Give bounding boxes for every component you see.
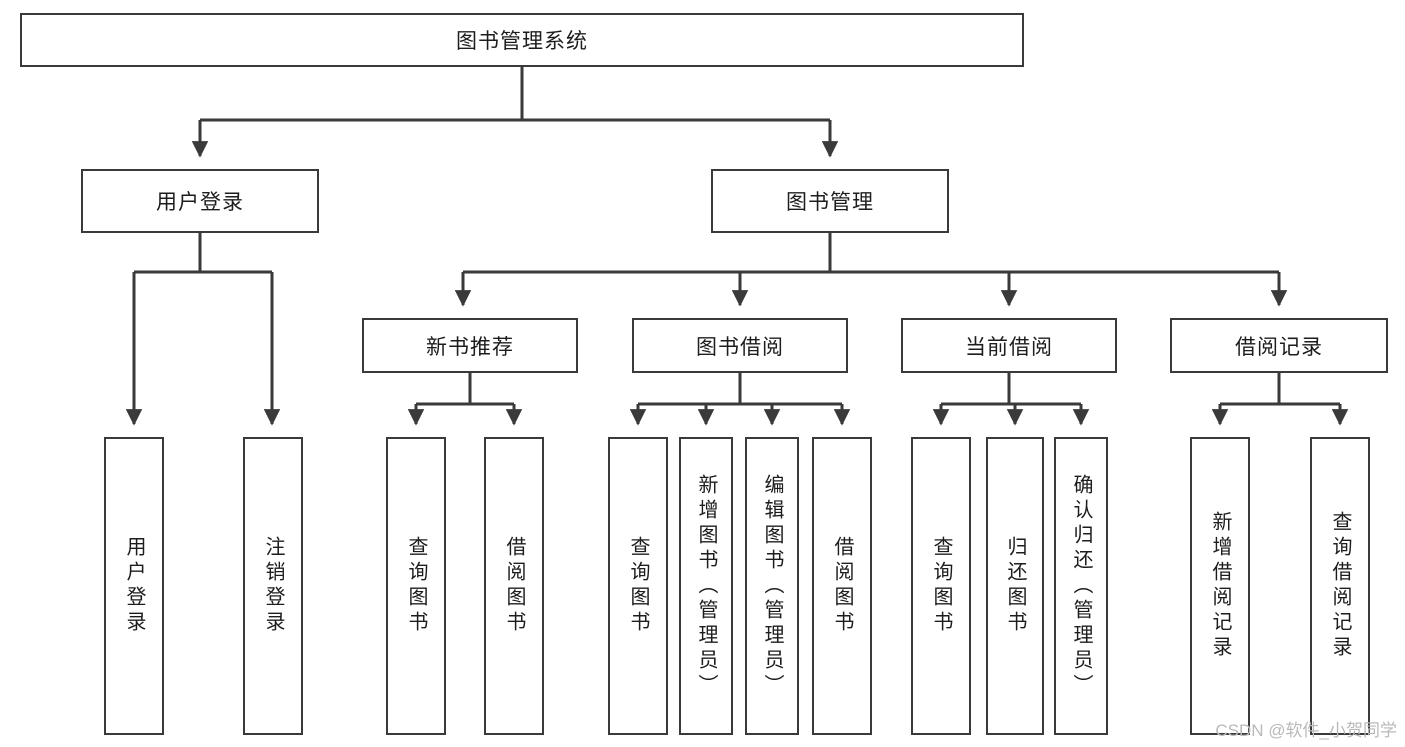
node-leaf-confirm-return[interactable]: 确认归还（管理员）	[1054, 437, 1108, 735]
node-leaf-return-book-label: 归还图书	[1004, 536, 1026, 636]
node-new-book-rec-label: 新书推荐	[426, 335, 514, 359]
node-leaf-query-book-2-label: 查询图书	[627, 536, 649, 636]
node-leaf-query-record[interactable]: 查询借阅记录	[1310, 437, 1370, 735]
node-leaf-edit-book[interactable]: 编辑图书（管理员）	[745, 437, 799, 735]
node-user-login[interactable]: 用户登录	[81, 169, 319, 233]
node-borrow-record-label: 借阅记录	[1235, 335, 1323, 359]
node-book-borrow-label: 图书借阅	[696, 335, 784, 359]
node-leaf-borrow-book-2[interactable]: 借阅图书	[812, 437, 872, 735]
node-current-borrow[interactable]: 当前借阅	[901, 318, 1117, 373]
node-leaf-borrow-book-1-label: 借阅图书	[503, 536, 525, 636]
node-leaf-query-book-3-label: 查询图书	[930, 536, 952, 636]
node-leaf-add-book[interactable]: 新增图书（管理员）	[679, 437, 733, 735]
node-leaf-confirm-return-label: 确认归还（管理员）	[1070, 473, 1092, 699]
node-leaf-query-book-3[interactable]: 查询图书	[911, 437, 971, 735]
node-leaf-borrow-book-2-label: 借阅图书	[831, 536, 853, 636]
node-current-borrow-label: 当前借阅	[965, 335, 1053, 359]
node-user-login-label: 用户登录	[156, 191, 244, 214]
node-new-book-rec[interactable]: 新书推荐	[362, 318, 578, 373]
node-leaf-logout-label: 注销登录	[262, 536, 284, 636]
node-leaf-user-login[interactable]: 用户登录	[104, 437, 164, 735]
node-leaf-query-book-1-label: 查询图书	[405, 536, 427, 636]
node-borrow-record[interactable]: 借阅记录	[1170, 318, 1388, 373]
node-leaf-query-book-2[interactable]: 查询图书	[608, 437, 668, 735]
node-leaf-add-book-label: 新增图书（管理员）	[695, 473, 717, 699]
watermark-text: CSDN @软件_小贺同学	[1215, 721, 1397, 740]
node-leaf-add-record[interactable]: 新增借阅记录	[1190, 437, 1250, 735]
node-leaf-logout[interactable]: 注销登录	[243, 437, 303, 735]
node-leaf-edit-book-label: 编辑图书（管理员）	[761, 473, 783, 699]
node-leaf-return-book[interactable]: 归还图书	[986, 437, 1044, 735]
node-book-borrow[interactable]: 图书借阅	[632, 318, 848, 373]
node-leaf-add-record-label: 新增借阅记录	[1209, 511, 1231, 661]
node-root[interactable]: 图书管理系统	[20, 13, 1024, 67]
node-root-label: 图书管理系统	[456, 30, 588, 53]
node-leaf-query-book-1[interactable]: 查询图书	[386, 437, 446, 735]
node-book-manage-label: 图书管理	[786, 191, 874, 214]
node-leaf-query-record-label: 查询借阅记录	[1329, 511, 1351, 661]
node-leaf-user-login-label: 用户登录	[123, 536, 145, 636]
node-book-manage[interactable]: 图书管理	[711, 169, 949, 233]
node-leaf-borrow-book-1[interactable]: 借阅图书	[484, 437, 544, 735]
